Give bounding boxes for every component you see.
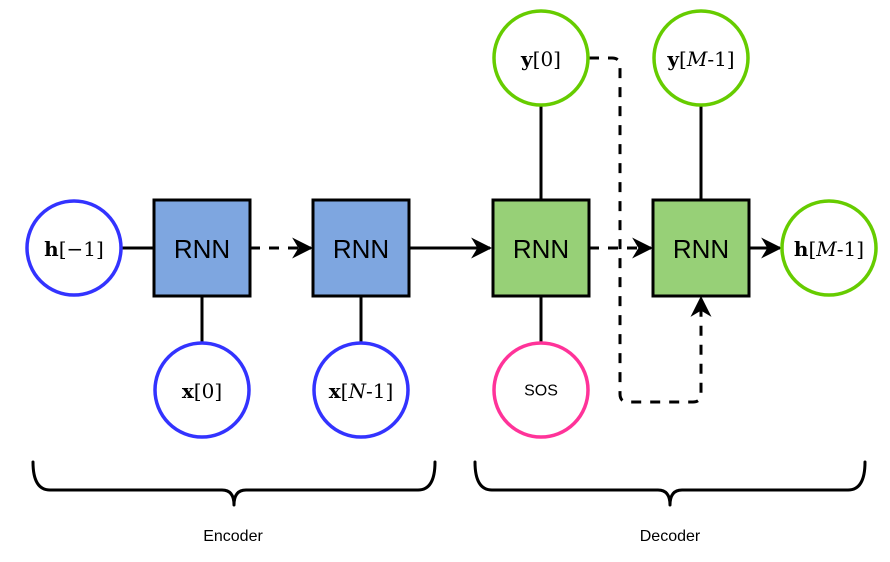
node-label-bold: x <box>329 379 342 403</box>
node-label-rest: [−1] <box>59 237 104 261</box>
decoder-rnn-block-1: RNN <box>491 198 591 298</box>
circle-nodes: h[−1] x[0] x[N-1] SOS y[0] y[M-1] h[M-1] <box>25 9 878 439</box>
node-label: y[M-1] <box>666 47 734 71</box>
node-circle <box>780 199 878 297</box>
encoder-rnn-block-2: RNN <box>311 198 411 298</box>
node-label-rest: [0] <box>194 379 222 403</box>
decoder-label: Decoder <box>640 528 701 545</box>
node-label-bold: h <box>794 237 809 261</box>
encoder-rnn-block-1: RNN <box>152 198 252 298</box>
node-label-bold: y <box>520 47 534 71</box>
rnn-label: RNN <box>673 234 729 264</box>
node-h-init: h[−1] <box>25 199 123 297</box>
node-circle <box>153 341 251 439</box>
node-circle <box>312 341 410 439</box>
node-label-var: M <box>815 237 837 261</box>
rnn-label: RNN <box>513 234 569 264</box>
rnn-blocks: RNN RNN RNN RNN <box>152 198 751 298</box>
group-braces <box>31 460 867 507</box>
node-label-pre: [ <box>679 47 687 71</box>
node-label-bold: y <box>666 47 680 71</box>
node-label-bold: h <box>44 237 59 261</box>
node-sos: SOS <box>492 341 590 439</box>
rnn-box <box>491 198 591 298</box>
node-xN: x[N-1] <box>312 341 410 439</box>
node-label: x[N-1] <box>329 379 394 403</box>
encoder-label: Encoder <box>203 528 263 545</box>
node-label-bold: x <box>182 379 195 403</box>
node-yM: y[M-1] <box>652 9 750 107</box>
decoder-brace <box>473 460 867 507</box>
node-label: x[0] <box>182 379 222 403</box>
node-label-post: -1] <box>707 47 734 71</box>
node-circle <box>652 9 750 107</box>
node-y0: y[0] <box>492 9 590 107</box>
rnn-box <box>651 198 751 298</box>
node-label: y[0] <box>520 47 561 71</box>
rnn-label: RNN <box>174 234 230 264</box>
node-x0: x[0] <box>153 341 251 439</box>
node-hM: h[M-1] <box>780 199 878 297</box>
encoder-brace <box>31 460 437 507</box>
node-label-var: N <box>347 379 367 403</box>
node-circle <box>25 199 123 297</box>
node-label: h[−1] <box>44 237 104 261</box>
node-label-pre: [ <box>808 237 816 261</box>
connectors <box>122 56 783 404</box>
node-label: h[M-1] <box>794 237 864 261</box>
rnn-box <box>311 198 411 298</box>
decoder-rnn-block-2: RNN <box>651 198 751 298</box>
node-label-post: -1] <box>837 237 864 261</box>
node-circle <box>492 341 590 439</box>
node-label-post: -1] <box>366 379 393 403</box>
node-circle <box>492 9 590 107</box>
edge-y0-feedback-to-dec-rnn-2 <box>589 56 712 404</box>
node-label-rest: [0] <box>533 47 561 71</box>
node-label-var: M <box>686 47 708 71</box>
rnn-box <box>152 198 252 298</box>
rnn-label: RNN <box>333 234 389 264</box>
node-label-pre: [ <box>341 379 349 403</box>
sos-label: SOS <box>524 383 558 400</box>
